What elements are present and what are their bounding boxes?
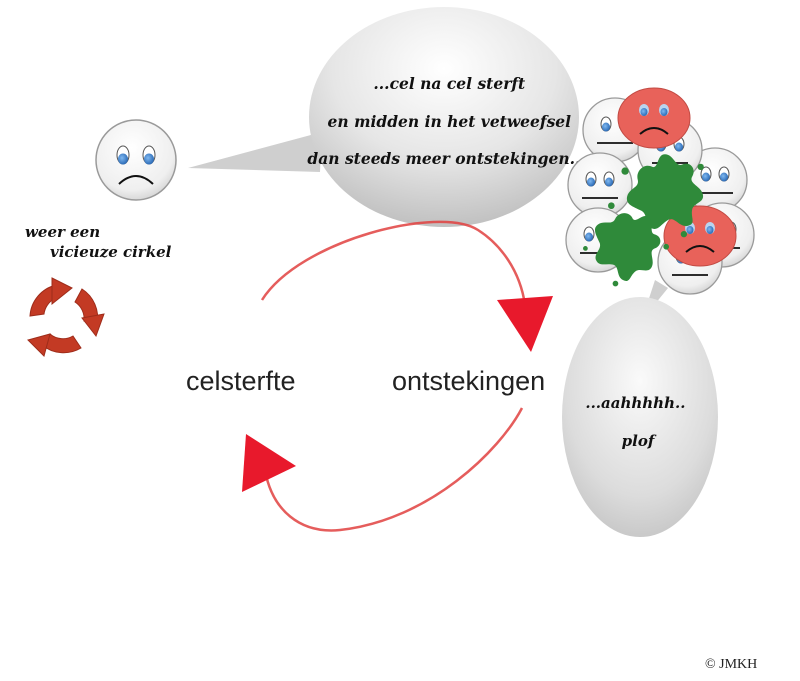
cycle-arrowhead-right	[497, 296, 553, 352]
bubble-top-line-2: en midden in het vetweefsel	[328, 112, 572, 131]
bubble-top-line-1: ...cel na cel sterft	[373, 74, 526, 93]
cycle-path-top	[260, 220, 527, 306]
vicious-circle-line-1: weer een	[25, 223, 100, 241]
cycle-label-celsterfte: celsterfte	[186, 366, 296, 396]
speech-bubble-right: ...aahhhhh.. plof	[562, 280, 718, 537]
copyright-notice: © JMKH	[705, 657, 757, 672]
cycle-label-ontstekingen: ontstekingen	[392, 366, 545, 396]
cycle-diagram: celsterfte ontstekingen	[186, 220, 553, 532]
recycle-arrows-icon	[27, 277, 105, 357]
angry-face-icon	[617, 87, 691, 149]
sad-face-icon	[95, 119, 177, 201]
bubble-top-line-3: dan steeds meer ontstekingen.....	[307, 149, 596, 168]
vicious-circle-line-2: vicieuze cirkel	[50, 243, 172, 261]
speech-bubble-top: ...cel na cel sterft en midden in het ve…	[188, 7, 597, 227]
vicious-circle-note: weer een vicieuze cirkel	[25, 223, 172, 261]
svg-text:...cel na cel sterft en: ...cel na cel sterft en midden in het ve…	[307, 74, 596, 168]
cycle-arrowhead-left	[242, 434, 296, 492]
fat-cell-cluster	[565, 87, 755, 298]
cycle-path-bottom	[263, 407, 524, 532]
neutral-face-icon	[567, 152, 633, 218]
bubble-right-line-2: plof	[622, 432, 657, 450]
bubble-right-line-1: ...aahhhhh..	[585, 394, 685, 412]
svg-text:...aahhhhh.. plof: ...aahhhhh.. plof	[585, 394, 690, 450]
